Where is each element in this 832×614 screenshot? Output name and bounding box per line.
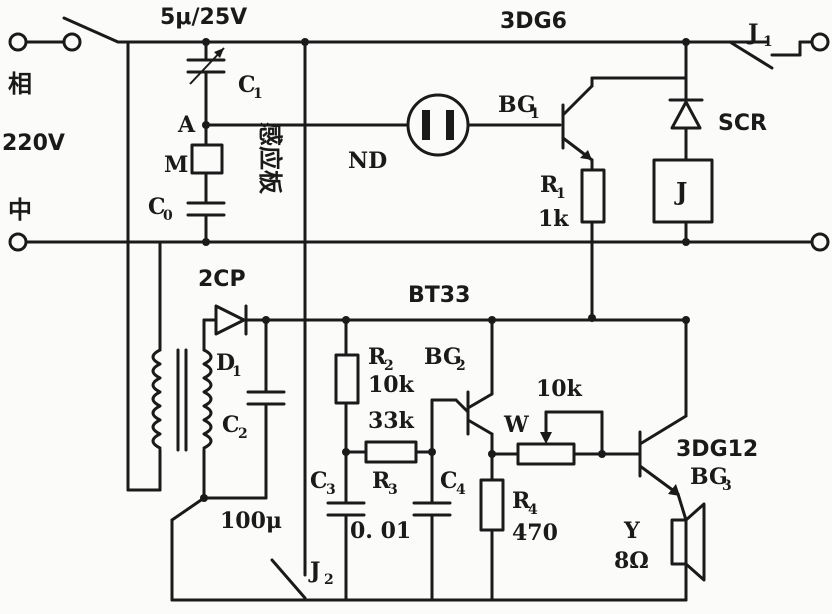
junction-sensor-top: [301, 38, 309, 46]
label-pot-value: 10k: [536, 376, 583, 402]
label-speaker: Y: [623, 518, 640, 544]
resistor-r2: [334, 353, 360, 405]
label-j2-sub: 2: [324, 572, 334, 588]
junction-scr-top: [682, 38, 690, 46]
label-motor: M: [164, 152, 188, 178]
diode-d1: [202, 304, 268, 336]
capacitor-c2: [246, 318, 286, 500]
transistor-bg3: [638, 318, 688, 496]
label-c3: C: [310, 468, 328, 494]
neutral-terminal-left: [8, 232, 28, 252]
label-diode-type: 2CP: [198, 267, 246, 292]
label-neon: ND: [348, 148, 387, 174]
phase-line: [24, 16, 820, 57]
label-r1-sub: 1: [556, 186, 566, 202]
neon-lamp-nd: [406, 93, 470, 157]
label-r4-sub: 4: [528, 502, 538, 518]
scr-thyristor: [668, 40, 704, 162]
ujt-bg2: [430, 318, 494, 456]
label-scr: SCR: [718, 111, 767, 136]
label-j1: J: [746, 20, 758, 46]
label-bg1-type: 3DG6: [500, 9, 567, 34]
label-sensor-plate: 感应板: [256, 122, 284, 195]
label-bg2-sub: 2: [456, 358, 466, 374]
label-r2: R: [368, 344, 387, 370]
label-c4: C: [440, 468, 458, 494]
motor-branch: [186, 40, 226, 244]
label-d1: D: [216, 350, 235, 376]
capacitor-c3: [326, 450, 366, 602]
label-phase: 相: [8, 70, 32, 98]
transformer-primary-wiring: [126, 40, 162, 492]
label-j1-sub: 1: [763, 34, 773, 50]
junction-bg3-collector: [682, 316, 690, 324]
label-neutral: 中: [8, 196, 32, 224]
label-c2-value: 100μ: [220, 508, 282, 534]
wire-ground-diag: [170, 496, 206, 522]
relay-coil-j: [652, 158, 714, 224]
label-bg1-sub: 1: [530, 106, 540, 122]
junction-relay-neutral: [682, 238, 690, 246]
label-r1: R: [540, 172, 559, 198]
label-c2: C: [222, 412, 240, 438]
label-node-a: A: [177, 112, 196, 138]
label-c0: C: [148, 194, 166, 220]
label-voltage: 220V: [2, 131, 65, 156]
junction-c0-bottom: [202, 238, 210, 246]
label-d1-sub: 1: [232, 364, 242, 380]
label-r2-sub: 2: [384, 358, 394, 374]
label-c4-sub: 4: [456, 482, 466, 498]
label-bg2: BG: [424, 344, 462, 370]
transformer-secondary-coil: [202, 348, 213, 450]
speaker-y: [670, 492, 706, 602]
resistor-r1: [580, 168, 606, 224]
phase-terminal-left: [8, 32, 28, 52]
label-r1-value: 1k: [538, 206, 569, 232]
potentiometer-w: [516, 442, 576, 466]
transformer-primary-coil: [151, 348, 162, 450]
label-bg3: BG: [690, 464, 728, 490]
label-r4-value: 470: [512, 520, 558, 546]
label-c2-sub: 2: [238, 426, 248, 442]
transistor-bg1: [561, 76, 594, 162]
label-c3-sub: 3: [326, 482, 336, 498]
label-c1-sub: 1: [253, 86, 263, 102]
resistor-r3: [364, 440, 418, 464]
label-bg3-sub: 3: [722, 478, 732, 494]
label-bg1: BG: [498, 92, 536, 118]
relay-contact-j1: [728, 40, 774, 70]
label-ujt-type: BT33: [408, 283, 470, 308]
label-c1-rating: 5μ/25V: [160, 5, 247, 30]
label-relay-j: J: [674, 177, 687, 206]
label-pot-w: W: [503, 412, 529, 438]
resistor-r4: [479, 478, 505, 532]
label-r4: R: [512, 488, 531, 514]
label-c3-value: 0. 01: [350, 518, 411, 544]
label-r3: R: [372, 468, 391, 494]
switch-terminal: [62, 32, 82, 52]
label-speaker-value: 8Ω: [614, 548, 649, 574]
label-r3-value: 33k: [368, 408, 415, 434]
label-c0-sub: 0: [163, 208, 173, 224]
phase-terminal-right: [810, 32, 830, 52]
neutral-terminal-right: [810, 232, 830, 252]
label-bg3-type: 3DG12: [676, 437, 758, 462]
label-r3-sub: 3: [388, 482, 398, 498]
capacitor-c4: [412, 398, 452, 602]
switch-j2: [270, 558, 307, 600]
label-c1: C: [238, 72, 256, 98]
junction-c1-top: [202, 38, 210, 46]
junction-pot-out: [598, 450, 606, 458]
label-r2-value: 10k: [368, 372, 415, 398]
label-j2: J: [308, 558, 320, 584]
